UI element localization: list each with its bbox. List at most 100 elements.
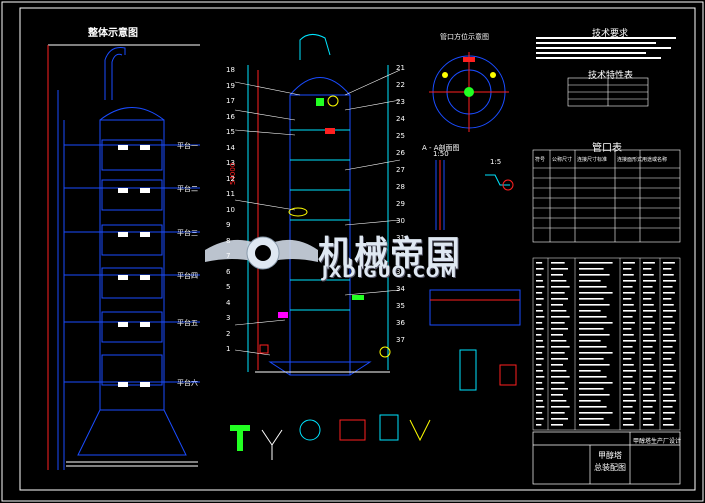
parts-row-mark <box>643 364 654 366</box>
parts-row-mark <box>551 262 565 264</box>
parts-row-mark <box>536 400 543 402</box>
parts-row-mark <box>623 388 632 390</box>
parts-row-mark <box>663 286 673 288</box>
parts-row-mark <box>623 322 635 324</box>
overall-sketch-title: 整体示意图 <box>88 28 138 39</box>
section-a-title: A - A剖面图 <box>422 144 460 152</box>
parts-row-mark <box>579 268 604 270</box>
platform-label: 平台二 <box>177 185 198 193</box>
callout-number: 24 <box>396 115 405 123</box>
parts-list-rows <box>536 262 677 426</box>
parts-row-mark <box>663 346 673 348</box>
parts-row-mark <box>623 424 634 426</box>
parts-row-mark <box>536 376 545 378</box>
parts-row-mark <box>643 406 653 408</box>
parts-row-mark <box>643 412 655 414</box>
parts-row-mark <box>536 268 544 270</box>
parts-row-mark <box>536 340 543 342</box>
parts-row-mark <box>623 334 634 336</box>
parts-row-mark <box>623 280 637 282</box>
parts-row-mark <box>623 316 633 318</box>
parts-row-mark <box>663 400 677 402</box>
platform-label: 平台三 <box>177 229 198 237</box>
parts-row-mark <box>579 394 610 396</box>
callout-number: 18 <box>226 66 235 74</box>
inner-frame <box>19 7 696 491</box>
callout-number: 31 <box>396 234 405 242</box>
tech-requirements-block <box>536 37 676 59</box>
parts-row-mark <box>551 358 568 360</box>
callout-number: 36 <box>396 319 405 327</box>
parts-row-mark <box>536 274 542 276</box>
parts-row-mark <box>551 310 567 312</box>
parts-row-mark <box>536 394 542 396</box>
parts-row-mark <box>623 394 634 396</box>
callout-number: 14 <box>226 143 235 152</box>
parts-row-mark <box>579 424 610 426</box>
parts-row-mark <box>536 406 545 408</box>
callout-number: 25 <box>396 132 405 140</box>
parts-row-mark <box>551 304 563 306</box>
callout-number: 27 <box>396 166 405 174</box>
parts-row-mark <box>536 298 544 300</box>
parts-row-mark <box>643 262 655 264</box>
parts-row-mark <box>663 406 673 408</box>
parts-row-mark <box>579 352 613 354</box>
nozzle-table-title: 管口表 <box>592 143 622 154</box>
parts-row-mark <box>536 334 542 336</box>
callout-number: 3 <box>226 314 231 322</box>
callout-number: 15 <box>226 128 235 136</box>
nozzle-header: 连接尺寸标准 <box>577 157 608 163</box>
parts-row-mark <box>643 310 657 312</box>
parts-row-mark <box>536 388 544 390</box>
parts-row-mark <box>536 316 545 318</box>
parts-row-mark <box>623 418 632 420</box>
parts-row-mark <box>623 364 634 366</box>
parts-row-mark <box>643 382 655 384</box>
parts-row-mark <box>551 346 570 348</box>
title-block-drawing: 甲醇塔生产厂设计 <box>633 438 682 445</box>
parts-row-mark <box>643 286 653 288</box>
parts-row-mark <box>663 322 675 324</box>
parts-row-mark <box>579 310 601 312</box>
parts-row-mark <box>536 304 542 306</box>
callout-number: 19 <box>226 81 235 90</box>
watermark-logo <box>205 236 318 270</box>
parts-row-mark <box>551 406 570 408</box>
callout-number: 2 <box>226 329 231 338</box>
watermark-en: JXDIGUO.COM <box>322 262 458 281</box>
parts-row-mark <box>663 364 674 366</box>
parts-row-mark <box>579 340 601 342</box>
callout-number: 34 <box>396 285 405 293</box>
callout-number: 37 <box>396 336 405 344</box>
parts-row-mark <box>643 370 657 372</box>
parts-row-mark <box>623 274 634 276</box>
parts-row-mark <box>579 262 613 264</box>
parts-row-mark <box>551 334 563 336</box>
parts-row-mark <box>643 268 652 270</box>
parts-row-mark <box>536 412 543 414</box>
parts-row-mark <box>623 412 635 414</box>
callout-number: 9 <box>226 221 231 229</box>
parts-row-mark <box>623 310 637 312</box>
parts-row-mark <box>551 286 570 288</box>
parts-row-mark <box>663 310 677 312</box>
callout-number: 35 <box>396 302 405 310</box>
parts-row-mark <box>623 370 637 372</box>
parts-row-mark <box>536 280 543 282</box>
nozzle-highlights <box>259 95 391 358</box>
parts-row-mark <box>579 292 613 294</box>
parts-row-mark <box>663 424 674 426</box>
parts-row-mark <box>663 370 677 372</box>
parts-row-mark <box>536 358 544 360</box>
parts-row-mark <box>579 316 607 318</box>
callout-number: 22 <box>396 81 405 89</box>
parts-row-mark <box>551 322 565 324</box>
parts-row-mark <box>643 316 653 318</box>
callout-number: 8 <box>226 236 231 245</box>
detail-scale-label: 1:5 <box>490 158 502 166</box>
callout-number: 28 <box>396 183 405 191</box>
parts-row-mark <box>663 418 672 420</box>
nozzle-table <box>532 149 681 243</box>
